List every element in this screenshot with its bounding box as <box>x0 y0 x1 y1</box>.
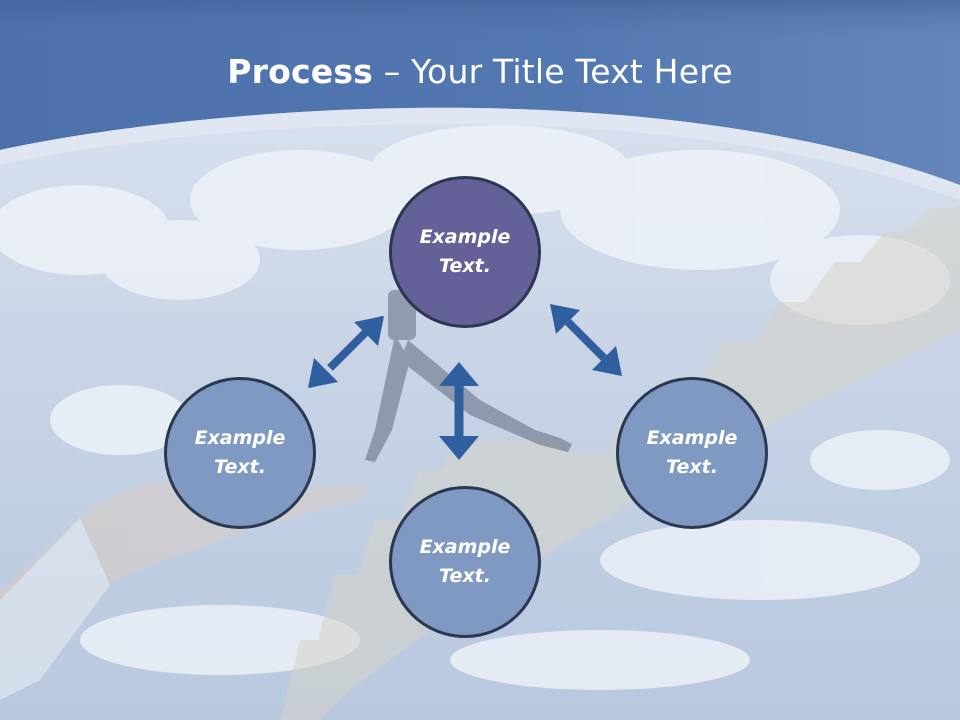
node-text-line1: Example <box>194 427 286 449</box>
node-text-line2: Text. <box>439 255 491 277</box>
node-text-line2: Text. <box>439 565 491 587</box>
node-text-line2: Text. <box>214 456 266 478</box>
node-text-line1: Example <box>419 536 511 558</box>
node-text-line1: Example <box>646 427 738 449</box>
slide-title: Process – Your Title Text Here <box>0 52 960 91</box>
node-text-line2: Text. <box>666 456 718 478</box>
title-rest-part: – Your Title Text Here <box>373 52 733 91</box>
hand-shape <box>0 479 369 700</box>
title-bold-part: Process <box>227 52 374 91</box>
node-text-line1: Example <box>419 226 511 248</box>
